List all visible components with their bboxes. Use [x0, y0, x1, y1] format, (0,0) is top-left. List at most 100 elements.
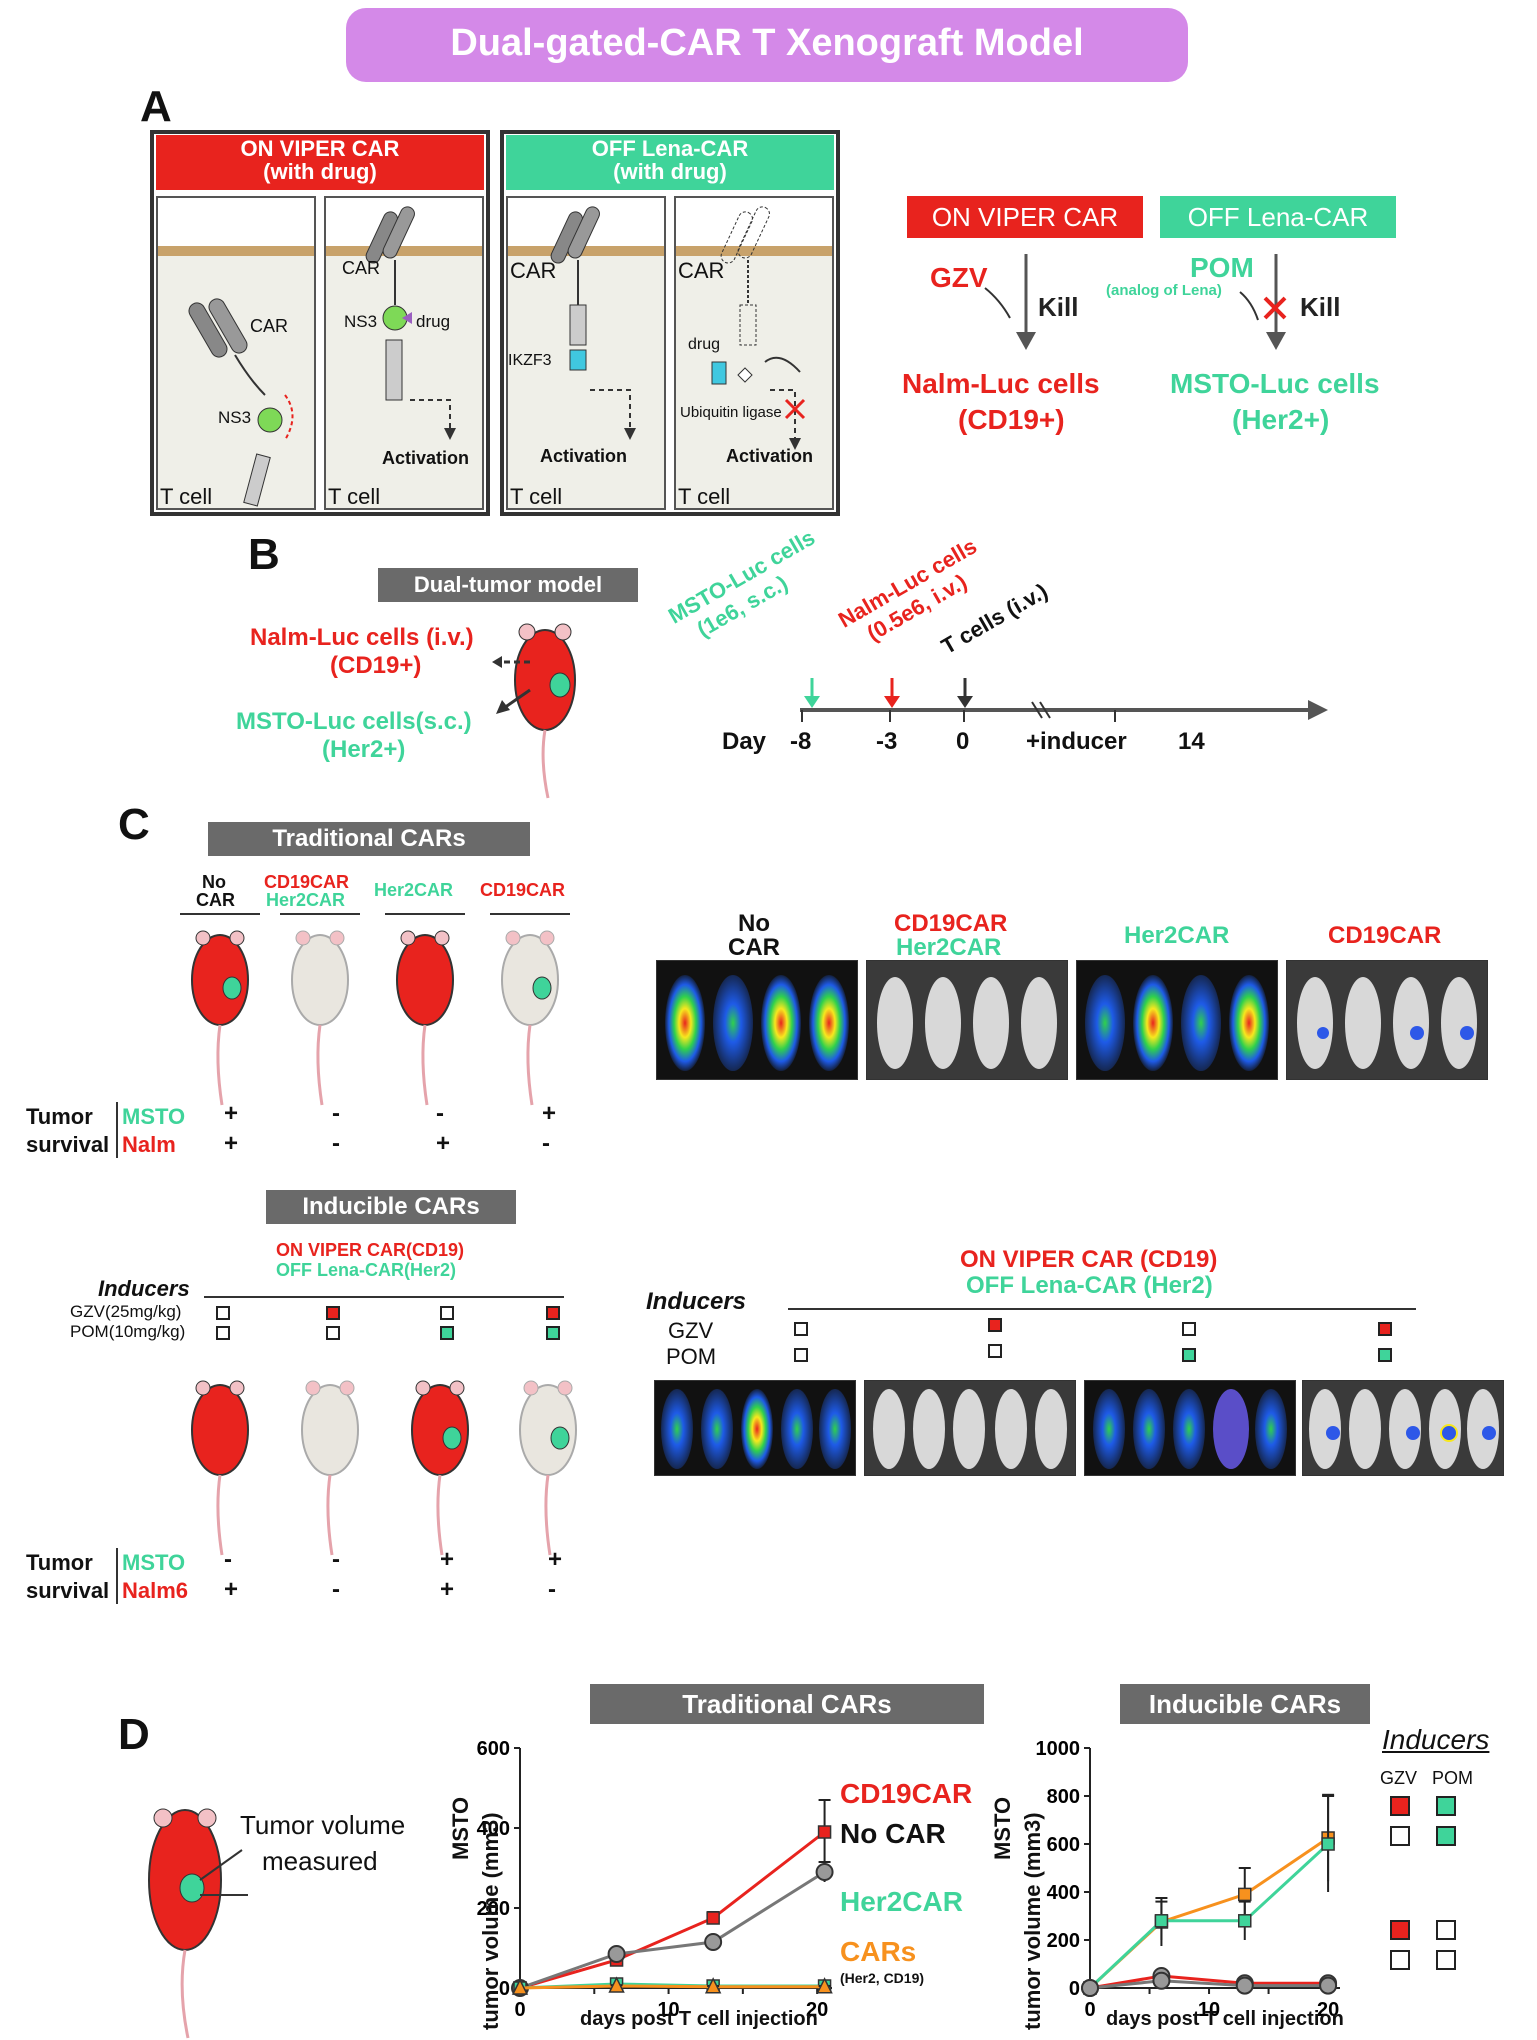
ind-msto-1: -: [224, 1546, 232, 1573]
data-point: [817, 1825, 832, 1839]
img-label-cd19her2-2: Her2CAR: [896, 934, 1002, 961]
panel-b-arrows: [492, 656, 531, 714]
gzv-label: GZV: [930, 262, 988, 293]
ind-sq-gzv-4: [546, 1306, 560, 1320]
pom-dose-label: POM(10mg/kg): [70, 1322, 186, 1341]
car-label-2: CAR: [342, 258, 381, 278]
nalm-iv-sub: (CD19+): [330, 652, 422, 679]
mouse-4: [501, 930, 559, 1106]
legend-sq-2b: [1436, 1826, 1456, 1846]
data-point: [1319, 1976, 1338, 1995]
data-point: [1081, 1979, 1099, 1997]
msto-label-1: MSTO: [122, 1104, 186, 1129]
trad-msto-1: +: [224, 1100, 239, 1127]
traditional-cars-bar: Traditional CARs: [208, 822, 530, 856]
nalm-iv-label: Nalm-Luc cells (i.v.): [250, 624, 474, 651]
on-viper-legend-badge: [907, 196, 1143, 238]
panel-b-letter: B: [248, 530, 280, 579]
right-sq-pom-2: [988, 1344, 1002, 1358]
inducers-line-left: [204, 1296, 564, 1298]
on-viper-legend-text: ON VIPER CAR: [931, 202, 1119, 232]
y-tick-label: 1000: [1036, 1738, 1081, 1760]
right-sq-gzv-2: [988, 1318, 1002, 1332]
chart2-ylabel-group: MSTO: [990, 1796, 1015, 1860]
img-label-nocar-2: CAR: [728, 934, 780, 961]
chart1-legend-nocar: No CAR: [840, 1818, 946, 1849]
imaging-photo-cd19: [1286, 960, 1488, 1080]
ns3-label-2: NS3: [344, 312, 378, 331]
ind-right-title-off: OFF Lena-CAR (Her2): [966, 1272, 1213, 1299]
chart1-legend-cars: CARs: [840, 1936, 917, 1967]
trad-msto-4: +: [542, 1100, 557, 1127]
y-tick-label: 0: [1069, 1978, 1080, 2000]
data-point: [608, 1976, 625, 1993]
chart1-xlabel: days post T cell injection: [580, 2008, 818, 2030]
tumor-label-2: Tumor: [26, 1550, 93, 1575]
data-point: [816, 1977, 833, 1994]
nalm-label-1: Nalm: [122, 1132, 176, 1157]
ind-msto-4: +: [548, 1546, 563, 1573]
msto-sc-label: MSTO-Luc cells(s.c.): [236, 708, 472, 735]
figure-title: Dual-gated-CAR T Xenograft Model: [450, 22, 1084, 64]
ind-sq-pom-1: [216, 1326, 230, 1340]
ind-photo-gzv-pom: [1302, 1380, 1504, 1476]
figure-title-badge: [346, 8, 1188, 82]
msto-cells-sub: (Her2+): [1232, 404, 1330, 435]
chart1-legend-cars-sub: (Her2, CD19): [840, 1970, 925, 1986]
img-label-cd19: CD19CAR: [1328, 922, 1442, 949]
tumor-label-1: Tumor: [26, 1104, 93, 1129]
dual-tumor-bar: Dual-tumor model: [378, 568, 638, 602]
ind-nalm-2: -: [332, 1576, 340, 1603]
chart2-xlabel: days post T cell injection: [1106, 2008, 1344, 2030]
kill-label-1: Kill: [1038, 292, 1079, 322]
y-tick-label: 200: [1047, 1930, 1080, 1952]
data-point: [706, 1911, 720, 1925]
ind-nalm-4: -: [548, 1576, 556, 1603]
traditional-mice: [180, 913, 570, 1106]
series-line: [519, 1830, 826, 1990]
legend-sq-1a: [1390, 1796, 1410, 1816]
data-point: [1235, 1976, 1254, 1995]
survival-label-2: survival: [26, 1578, 110, 1603]
timeline-tick-inducer: +inducer: [1026, 728, 1127, 755]
car-label-1: CAR: [250, 316, 289, 336]
data-point: [1152, 1971, 1171, 1990]
legend-sq-3b: [1436, 1920, 1456, 1940]
ind-sq-pom-2: [326, 1326, 340, 1340]
tumor-volume-label-1: Tumor volume: [240, 1810, 406, 1840]
timeline-tick-m3: -3: [876, 728, 898, 755]
ind-sq-pom-4: [546, 1326, 560, 1340]
group-no-car-l2: CAR: [196, 890, 235, 910]
ns3-label-1: NS3: [218, 408, 252, 427]
tcell-label-3: T cell: [510, 484, 563, 509]
inducible-mice: [191, 1380, 577, 1556]
group-cd19car: CD19CAR: [480, 880, 566, 900]
right-sq-gzv-3: [1182, 1322, 1196, 1336]
data-point: [607, 1945, 626, 1963]
ind-sq-gzv-1: [216, 1306, 230, 1320]
img-label-nocar-1: No: [738, 910, 770, 937]
panel-a-cell-diagrams: [158, 198, 1287, 507]
right-sq-gzv-4: [1378, 1322, 1392, 1336]
ind-sq-gzv-3: [440, 1306, 454, 1320]
mouse-3: [396, 930, 454, 1106]
msto-cells-label: MSTO-Luc cells: [1170, 368, 1380, 399]
inducible-cars-bar: Inducible CARs: [266, 1190, 516, 1224]
data-point: [815, 1863, 834, 1881]
timeline-tick-14: 14: [1178, 728, 1205, 755]
chart2-ylabel: tumor volume (mm3): [1020, 1812, 1045, 2030]
trad-msto-3: -: [436, 1100, 444, 1127]
y-tick-label: 800: [1047, 1786, 1080, 1808]
pom-note: (analog of Lena): [1106, 282, 1222, 299]
right-sq-pom-1: [794, 1348, 808, 1362]
group-cd19her2-l1: CD19CAR: [264, 872, 350, 892]
tcell-label-2: T cell: [328, 484, 381, 509]
activation-label-3: Activation: [540, 446, 628, 466]
activation-label-4: Activation: [726, 446, 814, 466]
y-tick-label: 0: [499, 1978, 510, 2000]
timeline: [800, 678, 1328, 722]
trad-nalm-2: -: [332, 1130, 340, 1157]
ind-right-title-on: ON VIPER CAR (CD19): [960, 1246, 1218, 1273]
